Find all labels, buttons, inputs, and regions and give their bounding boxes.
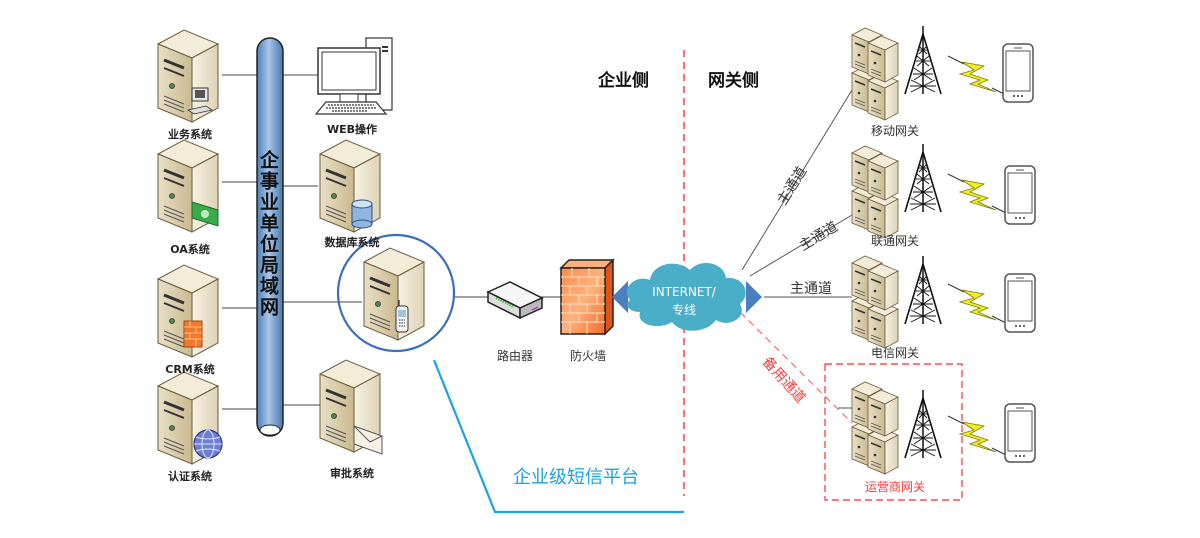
firewall-icon <box>183 320 203 348</box>
computer-icon <box>186 87 214 115</box>
gateway-mobile <box>852 25 1034 120</box>
tower-icon <box>904 255 942 325</box>
label-business-system: 业务系统 <box>168 128 212 141</box>
smartphone-icon <box>1002 43 1034 103</box>
gateway-side-title: 网关侧 <box>708 71 759 91</box>
channel-label-telecom: 主通道 <box>790 281 832 297</box>
platform-bracket-line <box>432 359 684 514</box>
label-crm-system: CRM系统 <box>165 363 215 376</box>
firewall-wall-icon <box>559 258 615 336</box>
internet-cloud-label: INTERNET/ 专线 <box>652 283 716 319</box>
smartphone-icon <box>1004 165 1036 225</box>
signal-bolt-icon <box>947 415 1009 457</box>
label-auth-system: 认证系统 <box>168 470 212 483</box>
envelope-icon <box>353 425 383 455</box>
signal-bolt-icon <box>947 283 1009 325</box>
router-icon <box>486 281 544 320</box>
arrow-right-icon <box>746 281 762 313</box>
server-crm-system <box>156 263 220 359</box>
gateway-telecom <box>852 255 1036 348</box>
lan-connections <box>222 74 562 410</box>
label-carrier-gateway: 运营商网关 <box>864 480 926 494</box>
arrow-left-icon <box>612 281 628 313</box>
web-terminal <box>314 37 393 115</box>
cloud-label-line1: INTERNET/ <box>652 285 716 299</box>
sms-platform-server <box>336 233 456 353</box>
lan-label: 企事业单位局域网 <box>257 150 279 318</box>
backup-gateway-highlight-box <box>824 363 963 501</box>
server-approval-system <box>318 358 383 455</box>
smartphone-icon <box>1004 403 1036 463</box>
server-oa-system <box>156 138 220 234</box>
smartphone-icon <box>1004 273 1036 333</box>
label-approval-system: 审批系统 <box>330 467 374 480</box>
internet-cloud <box>612 263 762 331</box>
gateway-carrier-backup <box>824 363 1036 501</box>
label-database-system: 数据库系统 <box>324 236 380 249</box>
channel-lines <box>739 89 853 424</box>
server-database-system <box>318 138 382 234</box>
signal-bolt-icon <box>947 55 1009 97</box>
tower-icon <box>904 143 942 213</box>
gateway-unicom <box>852 143 1036 238</box>
label-unicom-gateway: 联通网关 <box>870 234 920 248</box>
label-web-operation: WEB操作 <box>326 123 378 136</box>
enterprise-side-title: 企业侧 <box>598 71 649 91</box>
label-firewall: 防火墙 <box>569 349 607 363</box>
server-auth-system <box>156 370 223 466</box>
label-oa-system: OA系统 <box>170 243 210 256</box>
mobile-phone-icon <box>395 300 409 333</box>
tower-icon <box>904 389 942 459</box>
database-icon <box>351 199 373 229</box>
lan-pipe <box>256 37 284 437</box>
server-business-system <box>156 28 220 124</box>
label-telecom-gateway: 电信网关 <box>870 346 920 360</box>
money-icon <box>191 201 219 227</box>
tower-icon <box>904 25 942 95</box>
label-mobile-gateway: 移动网关 <box>870 124 920 138</box>
platform-title: 企业级短信平台 <box>513 467 639 488</box>
signal-bolt-icon <box>947 173 1009 215</box>
cloud-label-line2: 专线 <box>671 303 697 317</box>
globe-icon <box>193 429 223 459</box>
label-router: 路由器 <box>496 349 534 363</box>
